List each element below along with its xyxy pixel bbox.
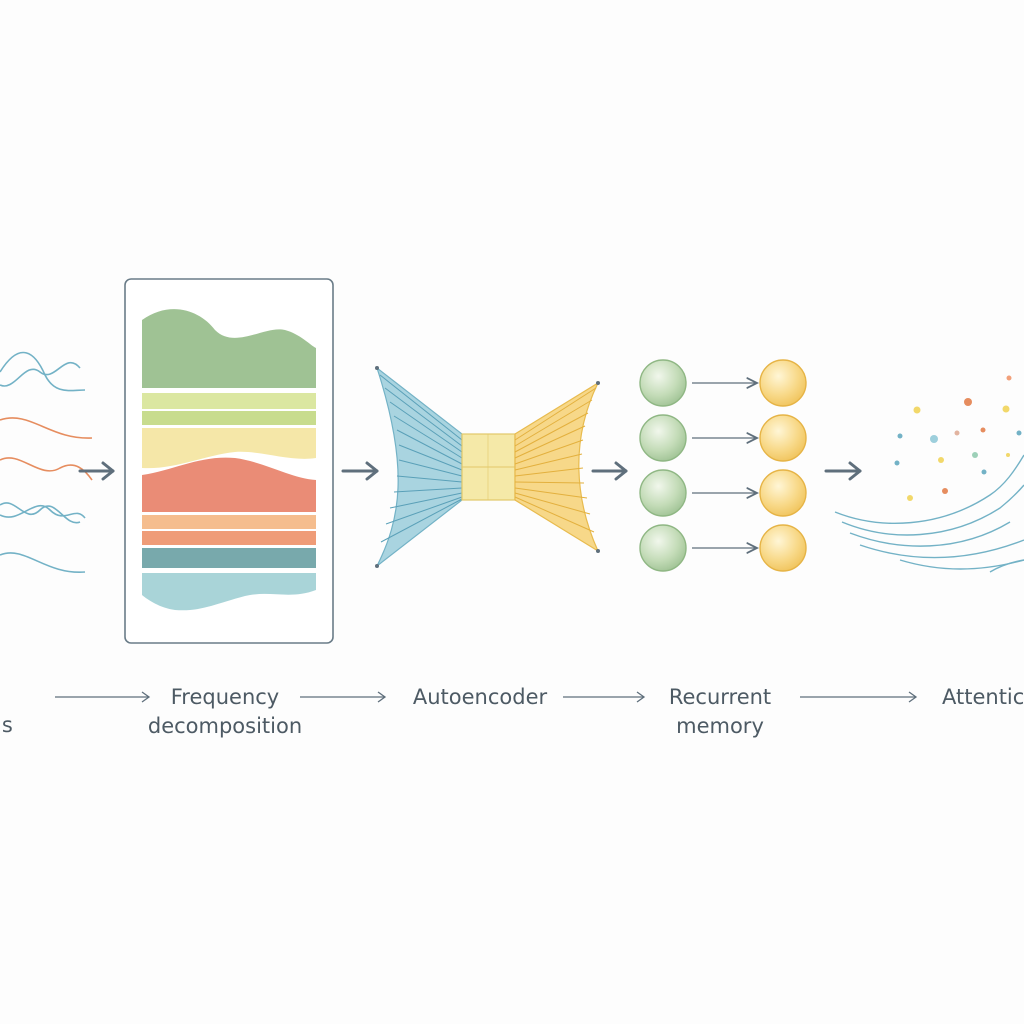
encoder-wing <box>375 366 463 567</box>
arrow-icon <box>563 691 646 703</box>
memory-node-icon <box>639 524 687 572</box>
latent-code <box>461 433 516 501</box>
arrow-icon <box>300 691 387 703</box>
label-flow-arrows <box>55 691 918 703</box>
arrow-icon <box>341 461 379 481</box>
memory-node-icon <box>759 359 807 407</box>
stage-label-line: decomposition <box>147 714 303 738</box>
arrow-icon <box>824 461 862 481</box>
stage-label-frequency-decomposition: Frequency decomposition <box>145 683 305 741</box>
memory-row <box>639 359 807 407</box>
stage-label-recurrent-memory: Recurrent memory <box>655 683 785 741</box>
stage-label-autoencoder: Autoencoder <box>405 683 555 712</box>
memory-node-icon <box>759 524 807 572</box>
recurrent-memory-grid <box>639 359 807 572</box>
memory-node-icon <box>639 469 687 517</box>
memory-node-icon <box>759 414 807 462</box>
arrow-icon <box>800 691 918 703</box>
stage-label-line: ls <box>0 713 13 737</box>
stage-label-line: Recurrent <box>668 685 772 709</box>
stage-label-attention: Attentic <box>942 683 1024 712</box>
stage-label-line: memory <box>676 714 764 738</box>
attention-field-icon <box>834 375 1024 573</box>
spectrum-bands-icon <box>142 309 316 611</box>
stage-label-signals: ls <box>0 711 13 740</box>
input-signals-waveform-icon <box>0 351 93 573</box>
memory-node-icon <box>759 469 807 517</box>
stage-label-line: Frequency <box>170 685 280 709</box>
arrow-icon <box>591 461 628 481</box>
flow-arrows <box>78 461 862 481</box>
memory-node-icon <box>639 359 687 407</box>
stage-label-line: Autoencoder <box>412 685 548 709</box>
memory-row <box>639 469 807 517</box>
frequency-decomposition-panel <box>124 278 334 644</box>
memory-node-icon <box>639 414 687 462</box>
arrow-icon <box>78 461 115 481</box>
memory-row <box>639 414 807 462</box>
memory-row <box>639 524 807 572</box>
arrow-icon <box>55 691 151 703</box>
decoder-wing <box>514 381 600 553</box>
stage-label-line: Attentic <box>942 685 1024 709</box>
autoencoder-bottleneck-icon <box>375 366 600 568</box>
